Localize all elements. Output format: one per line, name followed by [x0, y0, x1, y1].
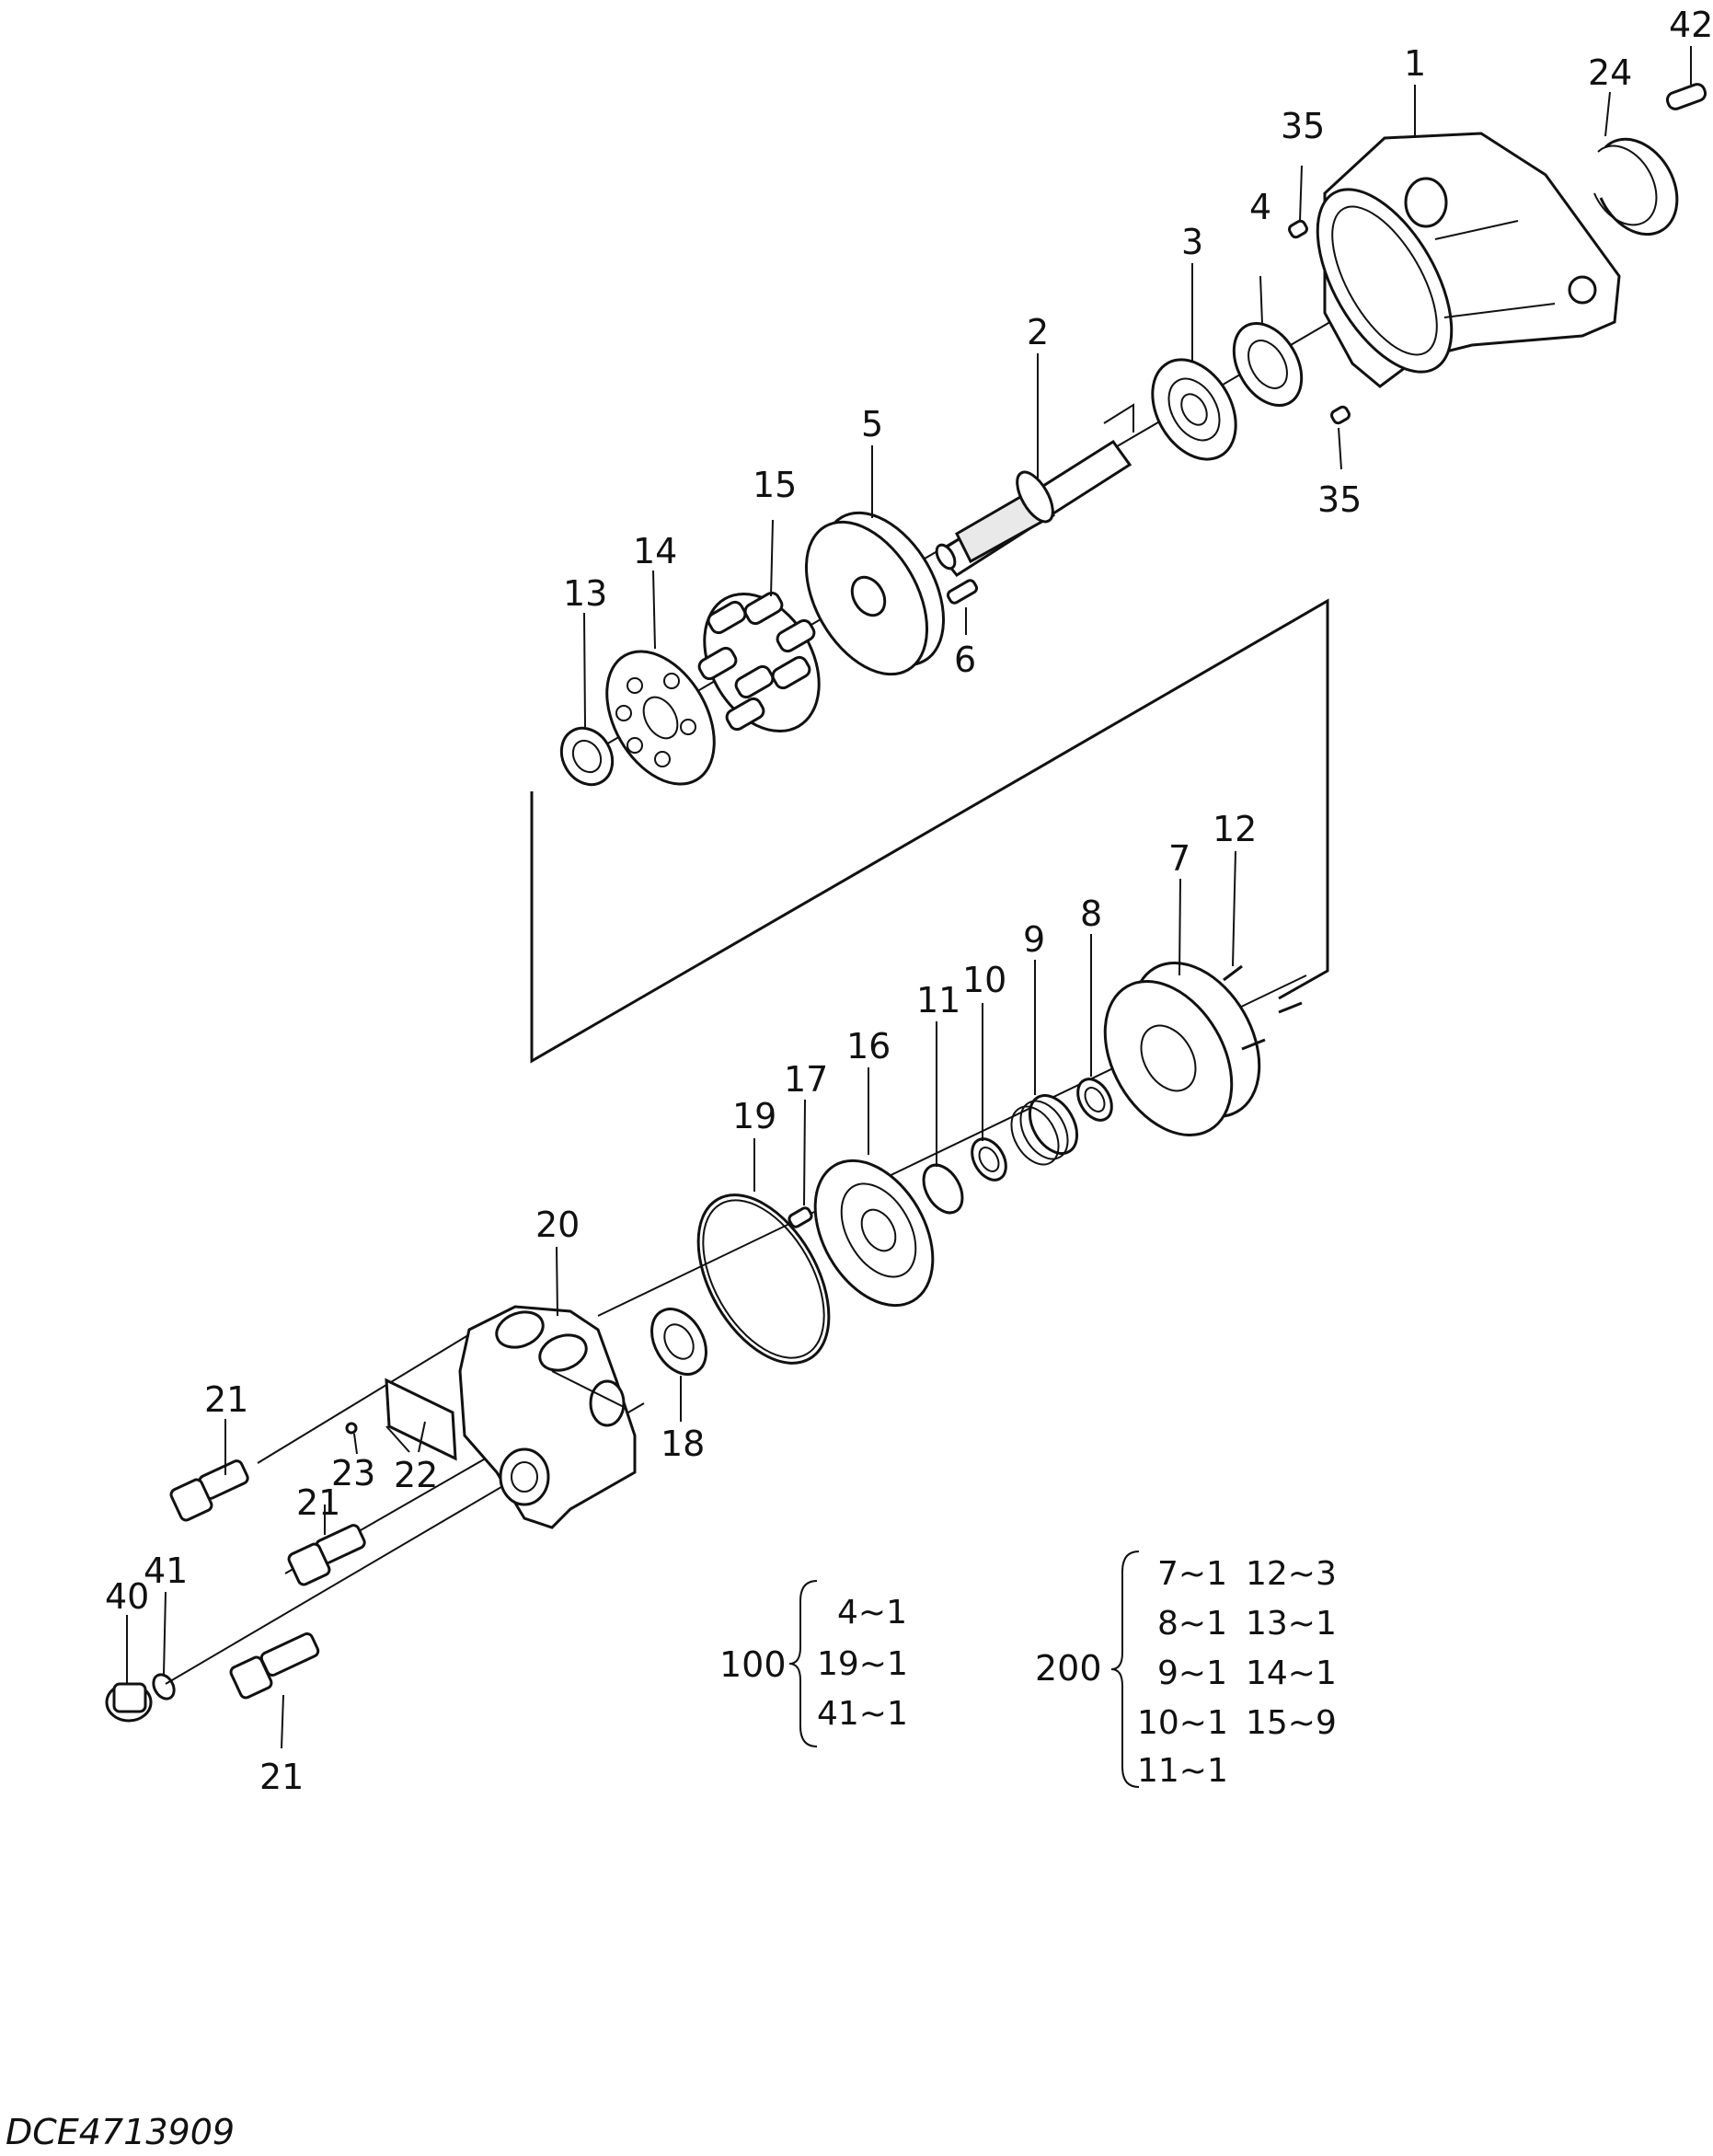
- snap-ring-part-24: [1593, 137, 1679, 236]
- assembly-connector-lines: [530, 598, 1329, 1064]
- nameplate-part-22: [385, 1378, 457, 1461]
- o-ring-part-19: [696, 1193, 831, 1365]
- pin-part-6: [946, 579, 979, 605]
- bolt-part-21-middle: [287, 1524, 366, 1586]
- assembly-100-number: 100: [719, 1644, 787, 1685]
- assembly-group-200: 200 7~1 12~3 8~1 13~1 9~1 14~1 10~1 15~9…: [1035, 1551, 1337, 1790]
- callout-8: 8: [1080, 894, 1102, 934]
- pin-part-17: [788, 1206, 813, 1228]
- callout-20: 20: [535, 1205, 580, 1245]
- pistons-part-15: [697, 591, 821, 733]
- callout-21-lower: 21: [259, 1757, 304, 1797]
- callout-19: 19: [732, 1096, 776, 1136]
- o-ring-part-41: [152, 1673, 176, 1701]
- callout-40: 40: [105, 1576, 149, 1617]
- callout-23: 23: [331, 1453, 375, 1493]
- callout-24: 24: [1588, 52, 1632, 93]
- bearing-part-4: [1232, 321, 1304, 408]
- plug-part-40: [105, 1682, 153, 1723]
- assembly-200-number: 200: [1035, 1648, 1102, 1689]
- callout-35-upper: 35: [1281, 106, 1325, 146]
- assembly-100-item: 4~1: [837, 1594, 907, 1631]
- callout-1: 1: [1404, 43, 1426, 84]
- callout-11: 11: [916, 980, 960, 1020]
- drawing-id: DCE4713909: [6, 2112, 235, 2152]
- housing-part-1: [1316, 132, 1621, 388]
- callout-4: 4: [1249, 187, 1271, 227]
- assembly-100-item: 41~1: [817, 1695, 908, 1733]
- assembly-200-item: 15~9: [1246, 1704, 1337, 1742]
- callout-15: 15: [753, 465, 797, 505]
- valve-plate-part-16: [813, 1159, 935, 1308]
- bolt-part-21-lower: [229, 1632, 320, 1700]
- assembly-200-item: 12~3: [1246, 1555, 1337, 1593]
- callout-13: 13: [563, 573, 607, 614]
- callout-21-upper: 21: [204, 1379, 248, 1420]
- spring-part-9: [1010, 1094, 1079, 1166]
- callout-3: 3: [1181, 222, 1203, 262]
- assembly-100-item: 19~1: [817, 1645, 908, 1683]
- callout-22: 22: [394, 1455, 438, 1495]
- assembly-100-brace: [788, 1580, 818, 1747]
- callout-2: 2: [1027, 312, 1049, 352]
- pin-part-42: [1665, 83, 1707, 110]
- bolt-part-21-upper: [169, 1459, 249, 1522]
- assembly-200-item: 8~1: [1157, 1605, 1227, 1643]
- callout-labels: 1 2 3 4 5 6 7 8 9 10 11 12 13 14 15 16 1…: [105, 5, 1713, 1797]
- assembly-200-item: 9~1: [1157, 1654, 1227, 1692]
- callout-18: 18: [661, 1424, 705, 1464]
- washer-part-10: [971, 1137, 1007, 1182]
- assembly-200-item: 14~1: [1246, 1654, 1337, 1692]
- snap-ring-part-11: [922, 1163, 964, 1215]
- callout-9: 9: [1023, 919, 1045, 960]
- bearing-part-18: [650, 1308, 707, 1376]
- callout-41: 41: [144, 1551, 188, 1591]
- pin-part-35-lower: [1330, 405, 1351, 425]
- retainer-plate-part-14: [605, 650, 716, 786]
- assembly-200-brace: [1110, 1551, 1140, 1788]
- callout-35-lower: 35: [1317, 479, 1362, 520]
- shaft-part-2: [935, 403, 1134, 577]
- callout-16: 16: [846, 1026, 891, 1066]
- assembly-200-item: 7~1: [1157, 1555, 1227, 1593]
- rear-cover-part-20: [458, 1305, 637, 1529]
- assembly-200-item: 10~1: [1137, 1704, 1228, 1742]
- callout-6: 6: [954, 640, 976, 680]
- callout-21-middle: 21: [296, 1482, 340, 1523]
- callout-42: 42: [1669, 5, 1713, 45]
- callout-7: 7: [1168, 838, 1190, 879]
- callout-5: 5: [861, 404, 883, 444]
- swash-plate-part-5: [804, 511, 946, 676]
- callout-12: 12: [1213, 809, 1257, 849]
- pins-part-12: [1223, 964, 1303, 1051]
- callout-10: 10: [962, 960, 1006, 1000]
- bearing-part-3: [1151, 358, 1237, 461]
- assembly-200-item: 13~1: [1246, 1605, 1337, 1643]
- leader-lines: [126, 46, 1692, 1749]
- cylinder-block-part-7: [1103, 961, 1261, 1137]
- callout-17: 17: [784, 1059, 828, 1100]
- assembly-200-item: 11~1: [1137, 1752, 1228, 1790]
- bushing-part-13: [559, 726, 615, 787]
- assembly-group-100: 100 4~1 19~1 41~1: [719, 1580, 908, 1747]
- rivet-part-23: [345, 1422, 358, 1435]
- callout-14: 14: [633, 531, 677, 571]
- washer-part-8: [1076, 1078, 1113, 1122]
- pin-part-35-upper: [1288, 219, 1308, 239]
